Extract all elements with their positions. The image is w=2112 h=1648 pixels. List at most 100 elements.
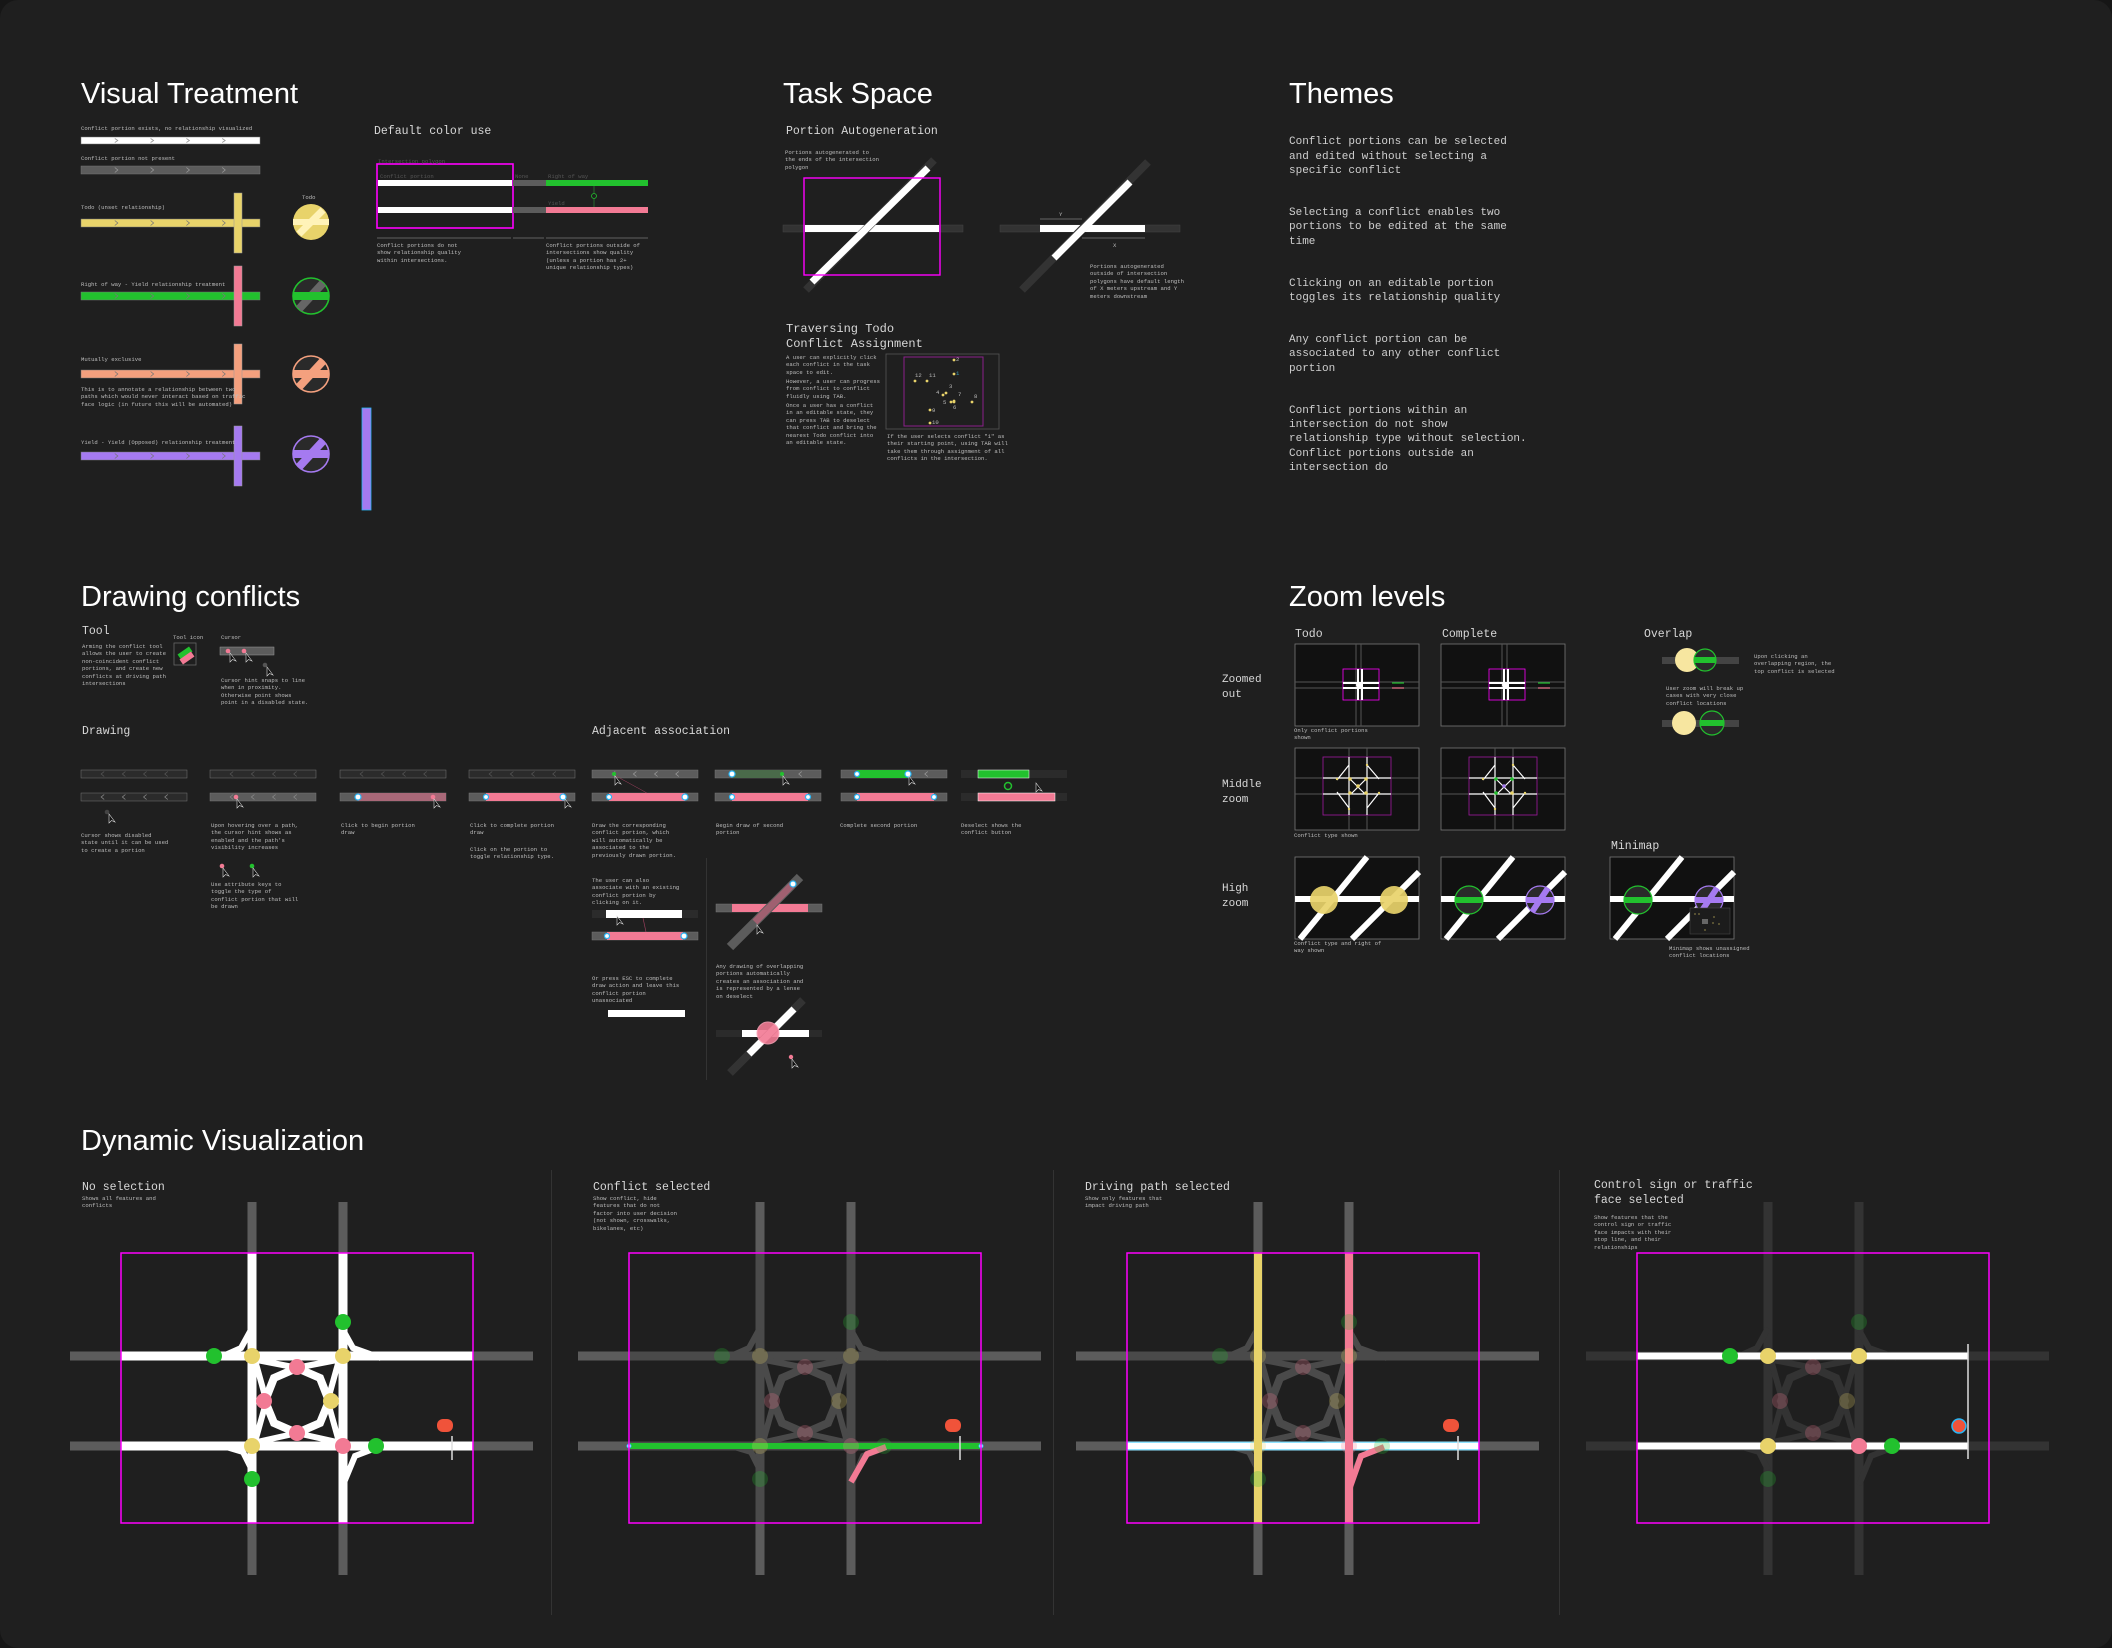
minimap[interactable]	[1689, 907, 1731, 935]
panel-desc-driving-path-selected: Show only features that impact driving p…	[1085, 1195, 1163, 1210]
portion	[732, 793, 808, 801]
conflict-point[interactable]	[323, 1393, 339, 1409]
conflict-point-label: 3	[949, 383, 953, 390]
conflict-point[interactable]	[244, 1438, 260, 1454]
chevron-icon	[552, 771, 557, 777]
chevron-icon	[271, 771, 276, 777]
conflict-point[interactable]	[289, 1359, 305, 1375]
chevron-icon	[100, 771, 105, 777]
conflict-point[interactable]	[1760, 1438, 1776, 1454]
conflict-point[interactable]	[335, 1314, 351, 1330]
chevron-icon	[114, 220, 119, 226]
conflict-point[interactable]	[752, 1438, 768, 1454]
cursor-icon	[614, 775, 622, 786]
minimap-caption: Minimap shows unassigned conflict locati…	[1669, 945, 1750, 960]
conflict-point[interactable]	[752, 1348, 768, 1364]
conflict-button[interactable]	[1003, 781, 1013, 791]
conflict-point[interactable]	[1329, 1393, 1345, 1409]
conflict-point[interactable]	[1341, 1314, 1357, 1330]
conflict-point[interactable]	[1250, 1348, 1266, 1364]
conflict-point[interactable]	[1262, 1393, 1278, 1409]
conflict-point[interactable]	[1851, 1348, 1867, 1364]
yield-label: Yield	[548, 200, 565, 207]
cursor-icon	[908, 775, 916, 786]
conflict-point[interactable]	[368, 1438, 384, 1454]
conflict-point[interactable]	[1851, 1438, 1867, 1454]
traversing-p2: However, a user can progress from confli…	[786, 378, 880, 400]
handle	[853, 770, 861, 778]
zoom-caption-3: Conflict type and right of way shown	[1294, 940, 1382, 955]
conflict-point[interactable]	[797, 1359, 813, 1375]
conflict-point[interactable]	[1341, 1438, 1357, 1454]
adjacent-esc-note: Or press ESC to complete draw action and…	[592, 975, 680, 1005]
conflict-point[interactable]	[1884, 1438, 1900, 1454]
conflict-point[interactable]	[1760, 1471, 1776, 1487]
chevron-icon	[924, 771, 929, 777]
conflict-point[interactable]	[1805, 1425, 1821, 1441]
todo-conflict-point	[928, 421, 932, 425]
intersection-polygon-label: Intersection polygon	[378, 158, 446, 165]
intersection-polygon	[1126, 1252, 1480, 1524]
conflict-point[interactable]	[843, 1438, 859, 1454]
conflict-point[interactable]	[831, 1393, 847, 1409]
conflict-point[interactable]	[1839, 1393, 1855, 1409]
adjacent-overlap-note: Any drawing of overlapping portions auto…	[716, 963, 804, 1000]
vt-todo-badge-label: Todo	[302, 194, 316, 201]
conflict-point[interactable]	[1250, 1471, 1266, 1487]
conflict-point[interactable]	[1341, 1348, 1357, 1364]
conflict-point[interactable]	[1760, 1348, 1776, 1364]
conflict-point[interactable]	[843, 1348, 859, 1364]
conflict-point[interactable]	[244, 1348, 260, 1364]
conflict-point[interactable]	[256, 1393, 272, 1409]
handle	[904, 770, 912, 778]
chevron-icon	[186, 371, 191, 377]
intersection-diagram-conflict	[578, 1202, 1041, 1575]
conflict-point[interactable]	[335, 1348, 351, 1364]
conflict-portion-label: Conflict portion	[380, 173, 434, 180]
panel-divider	[1053, 1170, 1054, 1615]
traversing-p3: Once a user has a conflict in an editabl…	[786, 402, 877, 447]
drawing-toggle-note: Click on the portion to toggle relations…	[470, 846, 554, 861]
conflict-point[interactable]	[1212, 1348, 1228, 1364]
conflict-point[interactable]	[1295, 1425, 1311, 1441]
conflict-point[interactable]	[289, 1425, 305, 1441]
conflict-point[interactable]	[876, 1438, 892, 1454]
yield-bar	[546, 207, 648, 213]
conflict-point[interactable]	[1805, 1359, 1821, 1375]
conflict-tool-button[interactable]	[173, 643, 197, 665]
conflict-point[interactable]	[797, 1425, 813, 1441]
section-title-zoom-levels: Zoom levels	[1289, 581, 1446, 613]
portion-handle	[559, 793, 567, 801]
conflict-point[interactable]	[1722, 1348, 1738, 1364]
conflict-point[interactable]	[764, 1393, 780, 1409]
conflict-point[interactable]	[752, 1471, 768, 1487]
conflict-point[interactable]	[244, 1471, 260, 1487]
chevron-icon	[150, 371, 155, 377]
section-title-themes: Themes	[1289, 78, 1394, 110]
chevron-icon	[250, 794, 255, 800]
conflict-point[interactable]	[1295, 1359, 1311, 1375]
intersection-polygon	[1322, 756, 1392, 816]
conflict-point[interactable]	[714, 1348, 730, 1364]
vt-label-not-present: Conflict portion not present	[81, 155, 175, 162]
conflict-point[interactable]	[843, 1314, 859, 1330]
conflict-point[interactable]	[1250, 1438, 1266, 1454]
lens-band	[1694, 657, 1716, 663]
zoom-col-complete: Complete	[1442, 628, 1498, 641]
conflict-point[interactable]	[335, 1438, 351, 1454]
minimap-point	[1712, 922, 1714, 924]
autogen-portion-diagonal	[809, 165, 931, 285]
conflict-point[interactable]	[1374, 1438, 1390, 1454]
conflict-point[interactable]	[1772, 1393, 1788, 1409]
intersection-polygon	[1636, 1252, 1990, 1524]
section-title-drawing-conflicts: Drawing conflicts	[81, 581, 301, 613]
conflict-point	[1502, 784, 1506, 788]
conflict-point[interactable]	[206, 1348, 222, 1364]
conflict-point	[1364, 791, 1368, 795]
conflict-point[interactable]	[1851, 1314, 1867, 1330]
traversing-title-line2: Conflict Assignment	[786, 337, 923, 351]
attribute-cursor-row	[249, 863, 255, 869]
handle	[681, 793, 689, 801]
theme-item: Selecting a conflict enables two portion…	[1289, 207, 1507, 248]
panel-divider	[1559, 1170, 1560, 1615]
